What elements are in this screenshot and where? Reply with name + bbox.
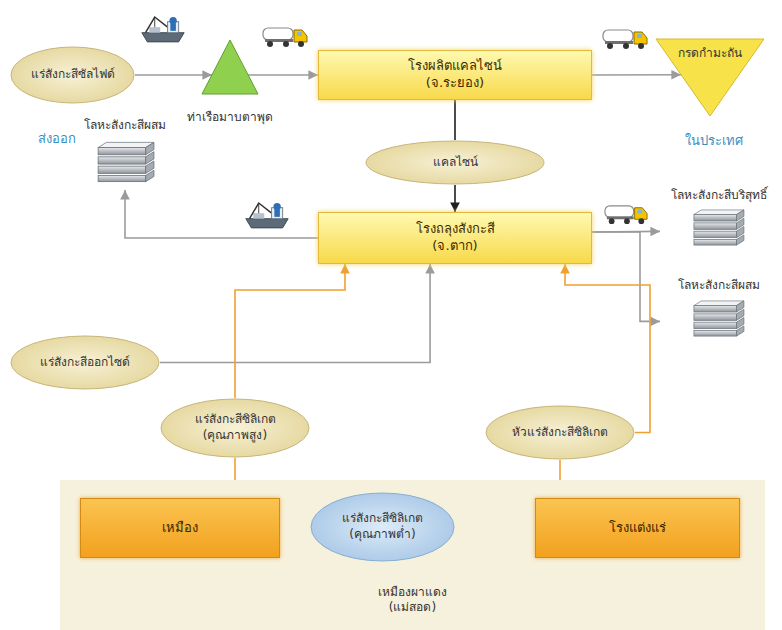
flow-arrow <box>235 264 345 398</box>
flow-arrow <box>454 100 456 140</box>
flow-arrow <box>125 190 318 238</box>
ingot-stack <box>694 210 744 245</box>
flow-arrow <box>248 74 318 76</box>
region-label: ในประเทศ <box>685 130 743 151</box>
flow-arrow <box>135 74 212 76</box>
ingot-stack <box>694 301 744 336</box>
mine-region: เหมือง แร่สังกะสีซิลิเกต(คุณภาพต่ำ) โรงแต่… <box>60 480 765 630</box>
node-text: แคลไซน์ <box>433 155 478 171</box>
ore-ellipse: แร่สังกะสีซิลิเกต(คุณภาพต่ำ) <box>310 492 455 562</box>
node-text: โลหะสังกะสีบริสุทธิ์ <box>671 188 767 204</box>
product-ellipse: แคลไซน์ <box>365 140 545 185</box>
ship-icon <box>246 203 288 228</box>
flow-arrow <box>160 264 430 363</box>
node-text: หัวแร่สังกะสีซิลิเกต <box>512 425 608 441</box>
truck-icon <box>603 30 647 49</box>
ingot-stack <box>98 142 154 181</box>
node-text: แร่สังกะสีออกไซด์ <box>40 355 130 371</box>
node-text: โลหะสังกะสีผสม <box>84 118 166 134</box>
ore-ellipse: แร่สังกะสีซิลิเกต(คุณภาพสูง) <box>160 398 310 458</box>
ship-icon <box>142 17 184 42</box>
plant-box: โรงผลิตแคลไซน์(จ.ระยอง) <box>318 50 592 100</box>
node-text: โรงผลิตแคลไซน์ <box>408 58 502 75</box>
node-text: เหมือง <box>162 520 198 537</box>
product-triangle: กรดกำมะถัน <box>655 38 765 118</box>
node-text: โรงแต่งแร่ <box>609 520 666 537</box>
port-triangle: ท่าเรือมาบตาพุด <box>180 38 280 126</box>
node-text: โลหะสังกะสีผสม <box>678 278 760 294</box>
metal-product: โลหะสังกะสีผสม <box>660 278 777 340</box>
node-text: (จ.ระยอง) <box>426 75 484 92</box>
ore-ellipse: แร่สังกะสีออกไซด์ <box>10 335 160 390</box>
region-label: ส่งออก <box>38 128 76 149</box>
metal-product: โลหะสังกะสีผสม <box>60 118 190 190</box>
node-text: ท่าเรือมาบตาพุด <box>187 110 273 126</box>
smelter-box: โรงถลุงสังกะสี(จ.ตาก) <box>318 212 592 264</box>
node-text: (คุณภาพต่ำ) <box>349 527 415 543</box>
ore-ellipse: หัวแร่สังกะสีซิลิเกต <box>485 405 635 460</box>
flow-arrow <box>592 74 681 76</box>
truck-icon <box>605 206 647 224</box>
node-text: แร่สังกะสีซิลิเกต <box>342 511 423 527</box>
node-text: โรงถลุงสังกะสี <box>416 221 495 238</box>
node-text: (แม่สอด) <box>389 600 436 616</box>
plant-box: โรงแต่งแร่ <box>535 498 740 558</box>
node-text: เหมืองผาแดง <box>378 585 447 601</box>
metal-product: โลหะสังกะสีบริสุทธิ์ <box>660 188 777 250</box>
node-text: (คุณภาพสูง) <box>203 428 267 444</box>
mine-box: เหมือง <box>80 498 280 558</box>
ore-ellipse: แร่สังกะสีซัลไฟด์ <box>10 46 135 104</box>
flow-arrow <box>454 185 456 212</box>
node-text: แร่สังกะสีซิลิเกต <box>195 412 276 428</box>
truck-icon <box>263 28 307 47</box>
node-text: (จ.ตาก) <box>432 238 477 255</box>
node-text: แร่สังกะสีซัลไฟด์ <box>31 67 115 83</box>
node-text: กรดกำมะถัน <box>678 38 742 62</box>
